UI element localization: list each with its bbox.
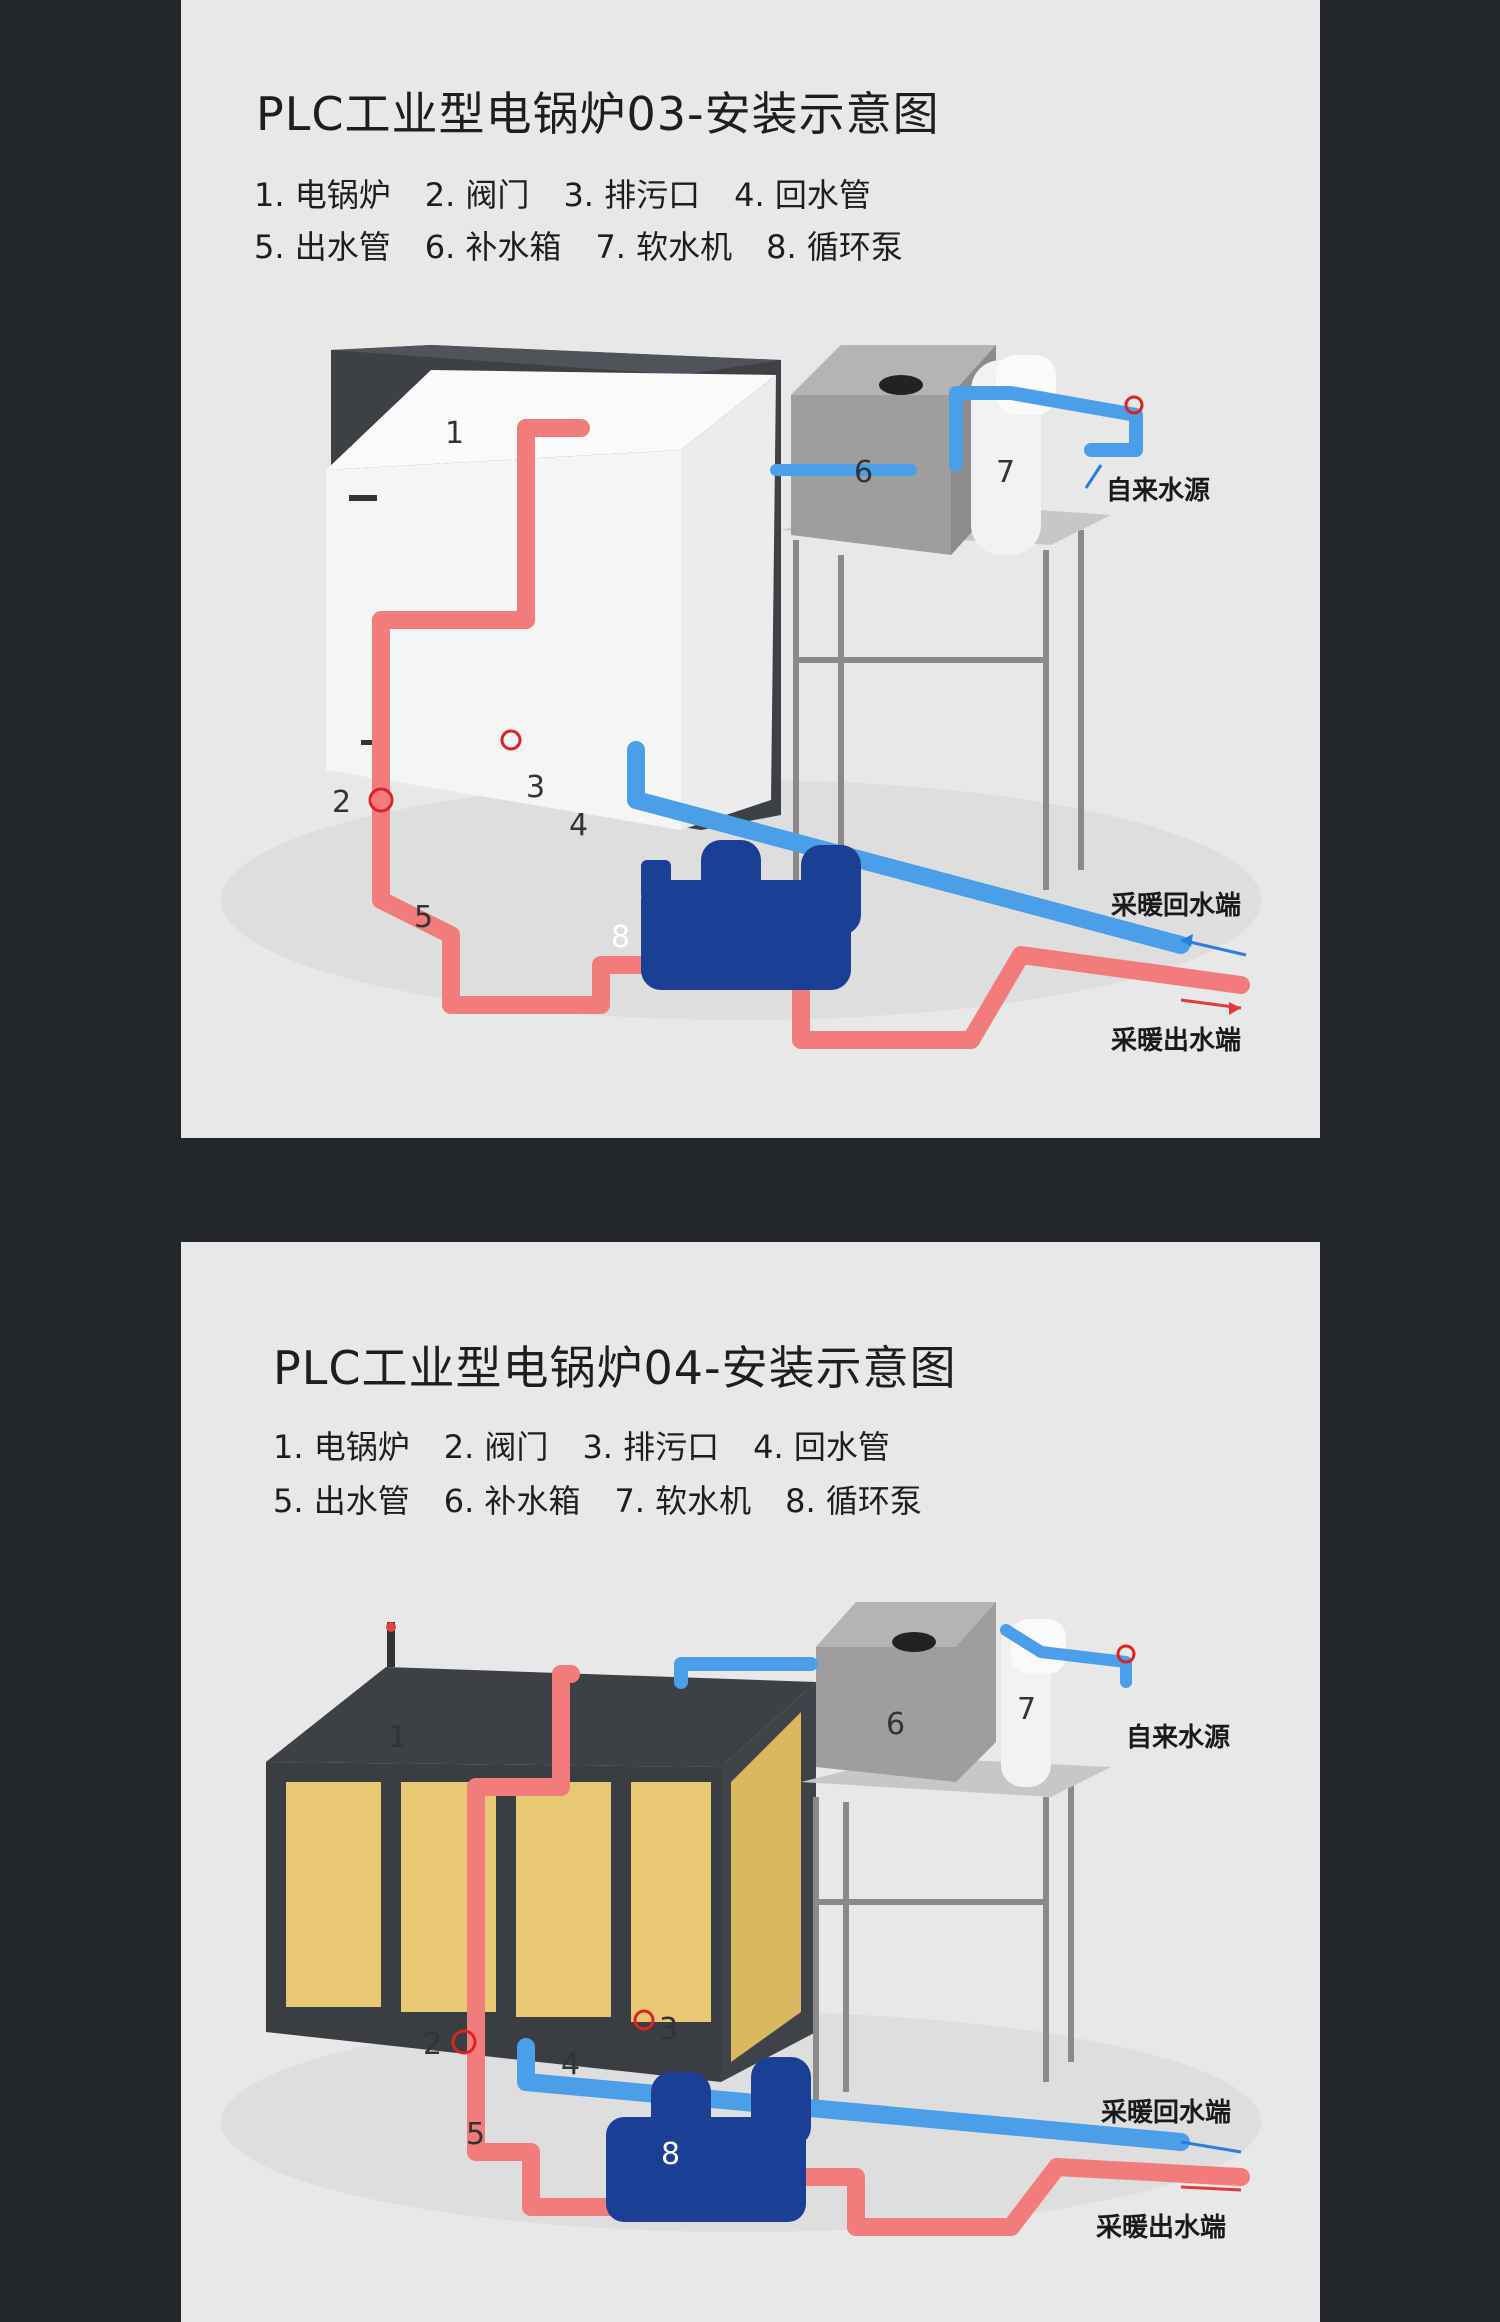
legend-item: 2. 阀门 — [443, 1428, 549, 1466]
diagram-panel-04: PLC工业型电锅炉04-安装示意图 1. 电锅炉 2. 阀门 3. 排污口 4. 回水… — [181, 1242, 1320, 2322]
legend-row-2: 5. 出水管 6. 补水箱 7. 软水机 8. 循环泵 — [273, 1476, 956, 1522]
legend-item: 4. 回水管 — [753, 1428, 890, 1466]
callout-2: 2 — [332, 785, 352, 820]
heating-supply-label: 采暖出水端 — [1111, 1026, 1242, 1056]
tap-arrow — [1084, 464, 1103, 489]
legend-item: 8. 循环泵 — [766, 228, 903, 266]
tower-light-top — [386, 1622, 396, 1632]
diagram-panel-03: PLC工业型电锅炉03-安装示意图 1. 电锅炉 2. 阀门 3. 排污口 4. 回水… — [181, 0, 1320, 1138]
boiler-unit — [266, 1667, 816, 2082]
legend-item: 1. 电锅炉 — [273, 1428, 410, 1466]
circulation-pumps — [606, 2057, 811, 2222]
installation-illustration — [221, 1602, 1261, 2236]
tap-water-label: 自来水源 — [1106, 476, 1211, 506]
tower-light — [387, 1622, 395, 1667]
legend-row-1: 1. 电锅炉 2. 阀门 3. 排污口 4. 回水管 — [254, 170, 905, 216]
tank-stand — [793, 530, 1084, 905]
tank-stand — [813, 1782, 1074, 2102]
legend-row-1: 1. 电锅炉 2. 阀门 3. 排污口 4. 回水管 — [273, 1422, 924, 1468]
heating-supply-label: 采暖出水端 — [1096, 2213, 1227, 2243]
legend-item: 3. 排污口 — [563, 176, 701, 214]
supply-arrow-head — [1229, 1002, 1241, 1015]
callout-8: 8 — [611, 920, 631, 955]
legend-row-2: 5. 出水管 6. 补水箱 7. 软水机 8. 循环泵 — [254, 222, 937, 268]
return-arrow — [1180, 2140, 1242, 2154]
callout-8: 8 — [661, 2137, 681, 2172]
supply-pipe — [372, 419, 1250, 1049]
inlet-valve-icon — [1116, 1644, 1136, 1664]
boiler-unit — [326, 345, 781, 830]
installation-illustration — [221, 345, 1261, 1049]
return-arrow-head — [1181, 934, 1193, 947]
callout-3: 3 — [526, 770, 546, 805]
legend-item: 5. 出水管 — [254, 228, 391, 266]
legend-item: 6. 补水箱 — [443, 1482, 581, 1520]
heating-return-label: 采暖回水端 — [1111, 891, 1242, 921]
circulation-pumps — [641, 840, 861, 990]
callout-5: 5 — [466, 2117, 486, 2152]
callout-7: 7 — [996, 455, 1016, 490]
callout-6: 6 — [886, 1707, 906, 1742]
legend-item: 3. 排污口 — [582, 1428, 720, 1466]
legend-item: 7. 软水机 — [614, 1482, 752, 1520]
callout-4: 4 — [569, 808, 589, 843]
inlet-valve-icon — [1124, 395, 1144, 415]
tap-water-label: 自来水源 — [1126, 1723, 1231, 1753]
page-title: PLC工业型电锅炉03-安装示意图 — [256, 87, 940, 141]
makeup-water-tank — [791, 345, 996, 555]
callout-1: 1 — [445, 416, 465, 451]
return-pipe — [517, 2038, 1190, 2151]
legend-item: 4. 回水管 — [734, 176, 871, 214]
legend-item: 2. 阀门 — [424, 176, 530, 214]
supply-pipe — [467, 1665, 1250, 2236]
legend-item: 6. 补水箱 — [424, 228, 562, 266]
return-arrow — [1180, 938, 1247, 957]
tap-water-pipe — [949, 386, 1143, 472]
callout-4: 4 — [561, 2047, 581, 2082]
callout-6: 6 — [854, 455, 874, 490]
callout-3: 3 — [659, 2012, 679, 2047]
legend-item: 8. 循环泵 — [785, 1482, 922, 1520]
page-title: PLC工业型电锅炉04-安装示意图 — [273, 1341, 957, 1395]
drain-valve-icon — [633, 2009, 655, 2031]
tap-water-pipe — [1000, 1624, 1132, 1688]
legend-item: 7. 软水机 — [595, 228, 733, 266]
callout-2: 2 — [423, 2027, 443, 2062]
valve-icon — [451, 2029, 477, 2055]
water-softener — [1001, 1619, 1066, 1787]
callout-1: 1 — [388, 1720, 408, 1755]
valve-icon — [368, 787, 394, 813]
supply-arrow — [1180, 2185, 1242, 2192]
drain-valve-icon — [500, 729, 522, 751]
legend-item: 1. 电锅炉 — [254, 176, 391, 214]
makeup-pipe — [674, 1657, 818, 1689]
callout-7: 7 — [1017, 1692, 1037, 1727]
legend-item: 5. 出水管 — [273, 1482, 410, 1520]
makeup-water-tank — [816, 1602, 996, 1782]
heating-return-label: 采暖回水端 — [1101, 2098, 1232, 2128]
return-pipe — [627, 741, 1190, 954]
callout-5: 5 — [414, 900, 434, 935]
